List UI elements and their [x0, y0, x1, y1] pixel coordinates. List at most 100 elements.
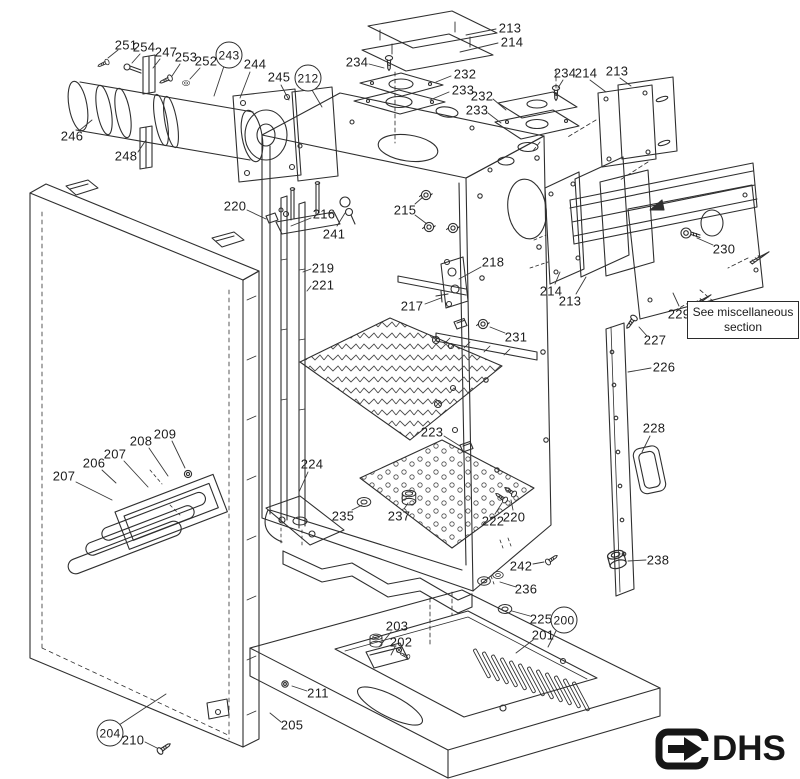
- part-callout-251: 251: [114, 37, 138, 53]
- cabinet-right-panel: [465, 135, 552, 592]
- part-callout-205: 205: [280, 717, 304, 733]
- part-callout-215: 215: [393, 202, 417, 218]
- part-callout-209: 209: [153, 426, 177, 442]
- louver-screw-209: [183, 469, 193, 479]
- part-callout-233: 233: [451, 82, 475, 98]
- part-callout-217: 217: [400, 298, 424, 314]
- gas-valve-202-203: [365, 633, 411, 669]
- part-callout-202: 202: [389, 634, 413, 650]
- part-callout-227: 227: [643, 332, 667, 348]
- part-callout-216: 216: [312, 206, 336, 222]
- door-bottom-bracket: [206, 698, 230, 720]
- part-callout-200: 200: [550, 606, 578, 634]
- part-callout-232: 232: [470, 88, 494, 104]
- part-callout-225: 225: [529, 611, 553, 627]
- cabinet-drawing: [261, 69, 649, 646]
- logo-text: DHS: [712, 729, 786, 768]
- mid-plates-drawing: [529, 156, 630, 285]
- part-callout-210: 210: [121, 732, 145, 748]
- base-recess: [334, 610, 598, 718]
- base-louvers: [473, 648, 590, 712]
- duct-and-panel-drawing: [569, 162, 770, 320]
- arrow-right-logo-icon: [655, 728, 711, 770]
- part-callout-230: 230: [712, 241, 736, 257]
- part-callout-218: 218: [481, 254, 505, 270]
- part-callout-214: 214: [539, 283, 563, 299]
- plate-213-top: [367, 10, 498, 49]
- part-callout-234: 234: [345, 54, 369, 70]
- part-callout-229: 229: [667, 306, 691, 322]
- leader-lines: [75, 28, 714, 749]
- part-callout-248: 248: [114, 148, 138, 164]
- part-callout-242: 242: [509, 558, 533, 574]
- part-callout-237: 237: [387, 508, 411, 524]
- part-callout-221: 221: [311, 277, 335, 293]
- flue-bracket-247: [142, 54, 156, 95]
- flue-pipe-assembly-drawing: [67, 54, 339, 183]
- plate-213-mid: [574, 156, 630, 278]
- part-callout-252: 252: [194, 53, 218, 69]
- part-callout-235: 235: [331, 508, 355, 524]
- part-callout-244: 244: [243, 56, 267, 72]
- part-callout-224: 224: [300, 456, 324, 472]
- cabinet-apron: [282, 550, 473, 601]
- duct-backing-panel: [599, 169, 655, 277]
- clip-220: [265, 212, 279, 224]
- part-callout-207: 207: [103, 446, 127, 462]
- part-callout-243: 243: [215, 41, 243, 69]
- flue-plate-245: [291, 86, 339, 182]
- part-callout-213: 213: [498, 20, 522, 36]
- base-handle-cutout: [356, 686, 424, 726]
- plate-232-left: [359, 72, 444, 97]
- bottom-hardware-drawing: [155, 484, 628, 756]
- panel-214-right: [597, 84, 657, 168]
- part-callout-245: 245: [267, 69, 291, 85]
- part-callout-253: 253: [174, 49, 198, 65]
- part-callout-211: 211: [307, 685, 329, 701]
- part-callout-246: 246: [60, 128, 84, 144]
- part-callout-201: 201: [531, 627, 555, 643]
- door-panel-drawing: [29, 179, 289, 748]
- brand-logo: DHS: [655, 727, 786, 771]
- part-callout-241: 241: [322, 226, 346, 242]
- flue-flange-244: [232, 88, 302, 183]
- part-callout-247: 247: [154, 44, 178, 60]
- strip-226: [605, 322, 635, 597]
- plate-214-top: [361, 33, 494, 72]
- part-callout-208: 208: [129, 433, 153, 449]
- door-clip-right: [211, 231, 245, 248]
- pin-217: [435, 290, 449, 303]
- plate-233-left: [353, 89, 446, 115]
- duct-channel: [569, 162, 758, 245]
- part-callout-222: 222: [481, 513, 505, 529]
- part-callout-213: 213: [605, 63, 629, 79]
- panel-213-right: [617, 76, 678, 160]
- cabinet-floor-pattern: [359, 439, 535, 549]
- part-callout-207: 207: [52, 468, 76, 484]
- right-square-panels-drawing: [597, 76, 678, 168]
- part-callout-219: 219: [311, 260, 335, 276]
- part-callout-220: 220: [223, 198, 247, 214]
- part-callout-236: 236: [514, 581, 538, 597]
- part-callout-223: 223: [420, 424, 444, 440]
- part-callout-203: 203: [385, 618, 409, 634]
- part-callout-254: 254: [132, 39, 156, 55]
- part-callout-220: 220: [502, 509, 526, 525]
- manifold-216: [275, 211, 341, 235]
- miscellaneous-note: See miscellaneous section: [687, 301, 799, 339]
- part-callout-214: 214: [574, 65, 598, 81]
- clamp-241: [339, 196, 351, 208]
- part-callout-214: 214: [500, 34, 524, 50]
- plate-232-right: [497, 91, 578, 119]
- plate-233-right: [494, 109, 580, 140]
- part-callout-238: 238: [646, 552, 670, 568]
- panel-229: [627, 184, 764, 320]
- part-callout-231: 231: [504, 329, 528, 345]
- door-clip-left: [65, 179, 99, 196]
- door-screw-211: [281, 680, 289, 688]
- part-callout-228: 228: [642, 420, 666, 436]
- right-top-plates-drawing: [494, 85, 580, 140]
